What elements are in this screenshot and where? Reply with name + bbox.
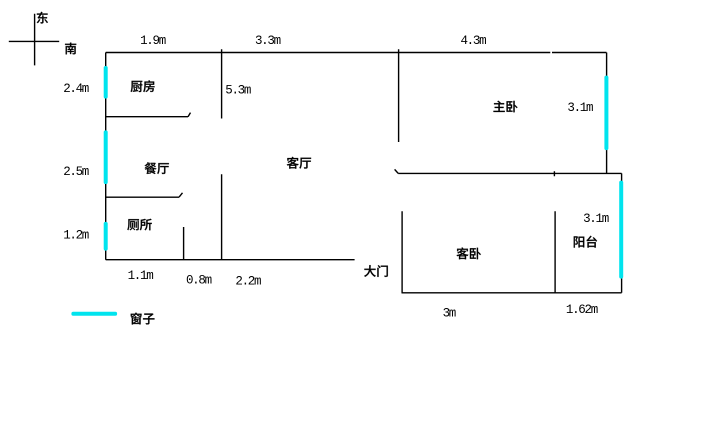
svg-text:3.1m: 3.1m — [583, 212, 609, 226]
svg-text:1.1m: 1.1m — [128, 269, 154, 283]
svg-text:3.1m: 3.1m — [567, 101, 593, 115]
svg-text:2.5m: 2.5m — [63, 165, 89, 179]
svg-text:1.9m: 1.9m — [140, 34, 166, 48]
svg-text:2.2m: 2.2m — [235, 274, 261, 288]
svg-text:2.4m: 2.4m — [63, 82, 89, 96]
svg-text:4.3m: 4.3m — [460, 34, 486, 48]
svg-text:1.2m: 1.2m — [63, 229, 89, 243]
svg-text:3.3m: 3.3m — [255, 34, 281, 48]
svg-text:3m: 3m — [443, 307, 456, 321]
svg-text:1.62m: 1.62m — [566, 303, 598, 317]
svg-text:5.3m: 5.3m — [225, 84, 251, 98]
svg-text:0.8m: 0.8m — [186, 274, 212, 288]
